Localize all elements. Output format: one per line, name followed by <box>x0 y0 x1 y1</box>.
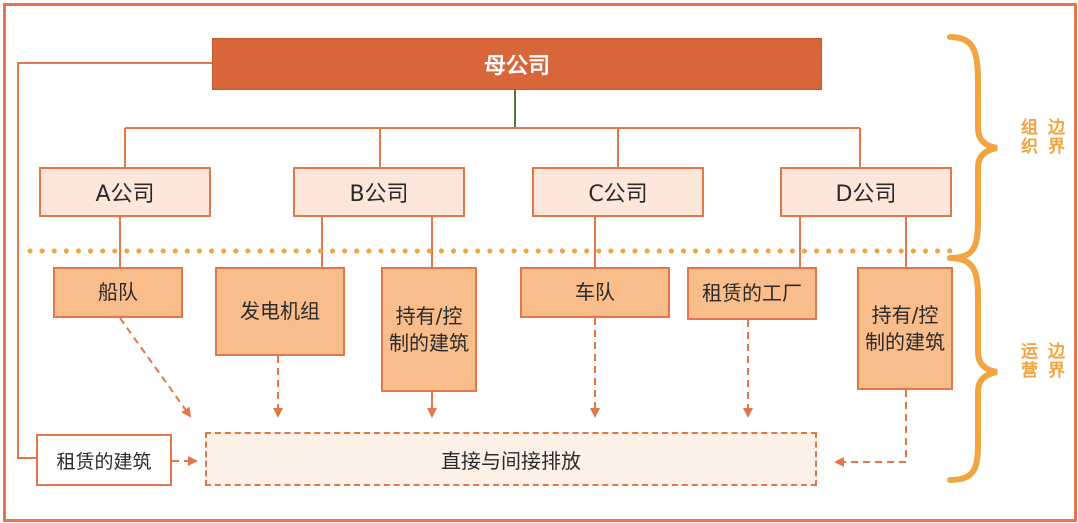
org-boundary-brace <box>947 34 998 261</box>
parent-to-leased <box>17 62 212 459</box>
asset-fleet: 船队 <box>53 267 183 318</box>
asset-generator-set: 发电机组 <box>215 267 345 356</box>
op-boundary-label: 运营 边界 <box>1015 342 1067 380</box>
subsidiary-a: A公司 <box>39 167 211 217</box>
direct-indirect-emissions: 直接与间接排放 <box>205 432 817 486</box>
op-boundary-brace <box>947 255 998 483</box>
arrow-fleet <box>119 317 192 418</box>
parent-company: 母公司 <box>212 38 822 90</box>
asset-building-b: 持有/控制的建筑 <box>381 267 477 392</box>
subsidiary-d: D公司 <box>780 167 952 217</box>
org-boundary-label-line1: 组织 <box>1017 118 1037 156</box>
org-boundary-label-line2: 边界 <box>1044 118 1064 156</box>
leased-building: 租赁的建筑 <box>36 434 172 486</box>
asset-vehicles: 车队 <box>520 267 670 318</box>
org-boundary-label: 组织 边界 <box>1015 118 1067 156</box>
subsidiary-b: B公司 <box>293 167 465 217</box>
outer-frame <box>3 3 1077 522</box>
op-boundary-label-line2: 边界 <box>1044 342 1064 380</box>
arrow-building-d <box>834 390 907 467</box>
asset-leased-factory: 租赁的工厂 <box>687 267 817 320</box>
subsidiary-c: C公司 <box>532 167 704 217</box>
op-boundary-label-line1: 运营 <box>1017 342 1037 380</box>
asset-building-d: 持有/控制的建筑 <box>857 267 953 390</box>
